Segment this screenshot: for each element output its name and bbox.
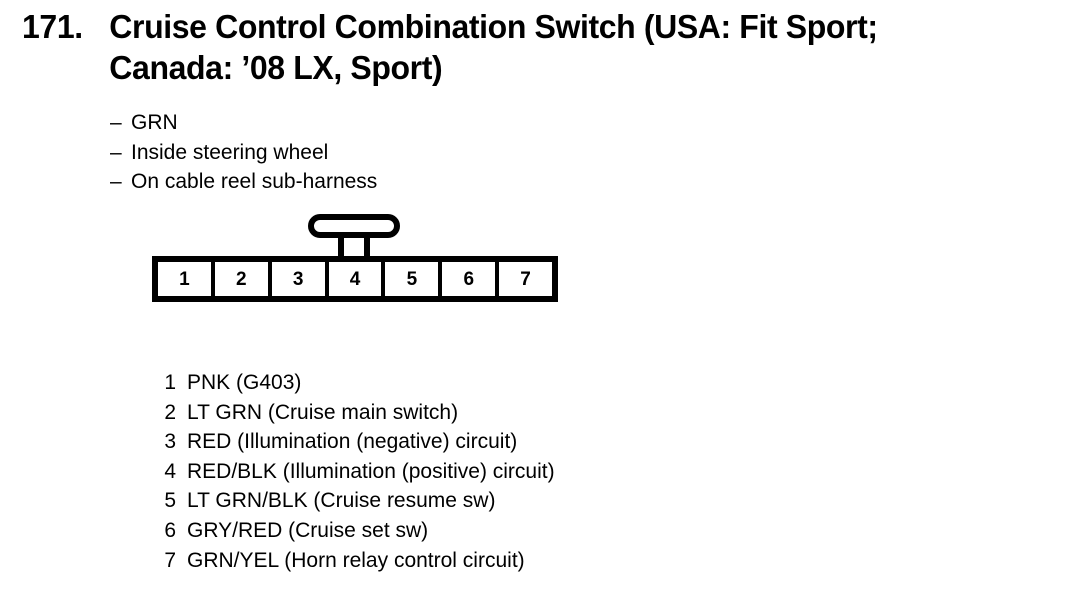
title-line-1: 171. Cruise Control Combination Switch (… [22,6,1056,47]
dash-bullet-icon: – [110,140,122,164]
note-item: – On cable reel sub-harness [110,167,377,197]
title-text-line-2: Canada: ’08 LX, Sport) [109,49,443,86]
connector-cavity-1: 1 [158,262,211,296]
dash-bullet-icon: – [110,111,122,134]
pin-number: 2 [164,400,176,424]
connector-cavity-4: 4 [328,262,382,296]
connector-diagram: 1 2 3 4 5 6 7 [152,214,562,306]
connector-lock-tab-icon [308,214,400,238]
notes-list: – GRN – Inside steering wheel – On cable… [110,108,377,197]
dash-bullet-icon: – [110,170,122,193]
pin-row: 1 PNK (G403) [150,368,555,398]
pin-number: 3 [164,430,176,454]
connector-cavity-7: 7 [499,262,553,296]
note-text: Inside steering wheel [131,140,329,164]
pin-description: RED/BLK (Illumination (positive) circuit… [187,459,555,483]
note-item: – GRN [110,108,377,138]
connector-cavity-5: 5 [385,262,439,296]
pin-number: 6 [164,518,176,542]
pin-row: 2 LT GRN (Cruise main switch) [150,398,555,428]
pin-description: GRY/RED (Cruise set sw) [187,518,429,542]
title-text-line-1: Cruise Control Combination Switch (USA: … [109,8,878,45]
pin-row: 7 GRN/YEL (Horn relay control circuit) [150,546,555,576]
pin-number: 5 [164,489,176,513]
item-number: 171. [22,8,83,45]
title-line-2: Canada: ’08 LX, Sport) [22,47,1056,88]
pin-row: 3 RED (Illumination (negative) circuit) [150,427,555,457]
pin-row: 6 GRY/RED (Cruise set sw) [150,516,555,546]
pin-description: LT GRN/BLK (Cruise resume sw) [187,489,496,513]
pin-row: 4 RED/BLK (Illumination (positive) circu… [150,457,555,487]
note-item: – Inside steering wheel [110,138,377,168]
pin-description: GRN/YEL (Horn relay control circuit) [187,548,525,572]
pin-number: 1 [164,371,176,394]
pin-description: LT GRN (Cruise main switch) [187,400,459,424]
pin-row: 5 LT GRN/BLK (Cruise resume sw) [150,486,555,516]
page-title: 171. Cruise Control Combination Switch (… [22,6,1088,88]
note-text: GRN [131,111,178,134]
connector-body: 1 2 3 4 5 6 7 [152,256,558,302]
note-text: On cable reel sub-harness [131,170,378,193]
pin-assignment-list: 1 PNK (G403) 2 LT GRN (Cruise main switc… [150,368,555,576]
pin-description: PNK (G403) [187,371,302,394]
connector-cavity-6: 6 [442,262,496,296]
connector-cavity-2: 2 [214,262,268,296]
pin-number: 7 [164,548,176,572]
connector-lock-stem [338,234,370,260]
connector-cavity-3: 3 [271,262,325,296]
pin-number: 4 [164,459,176,483]
pin-description: RED (Illumination (negative) circuit) [187,430,518,454]
